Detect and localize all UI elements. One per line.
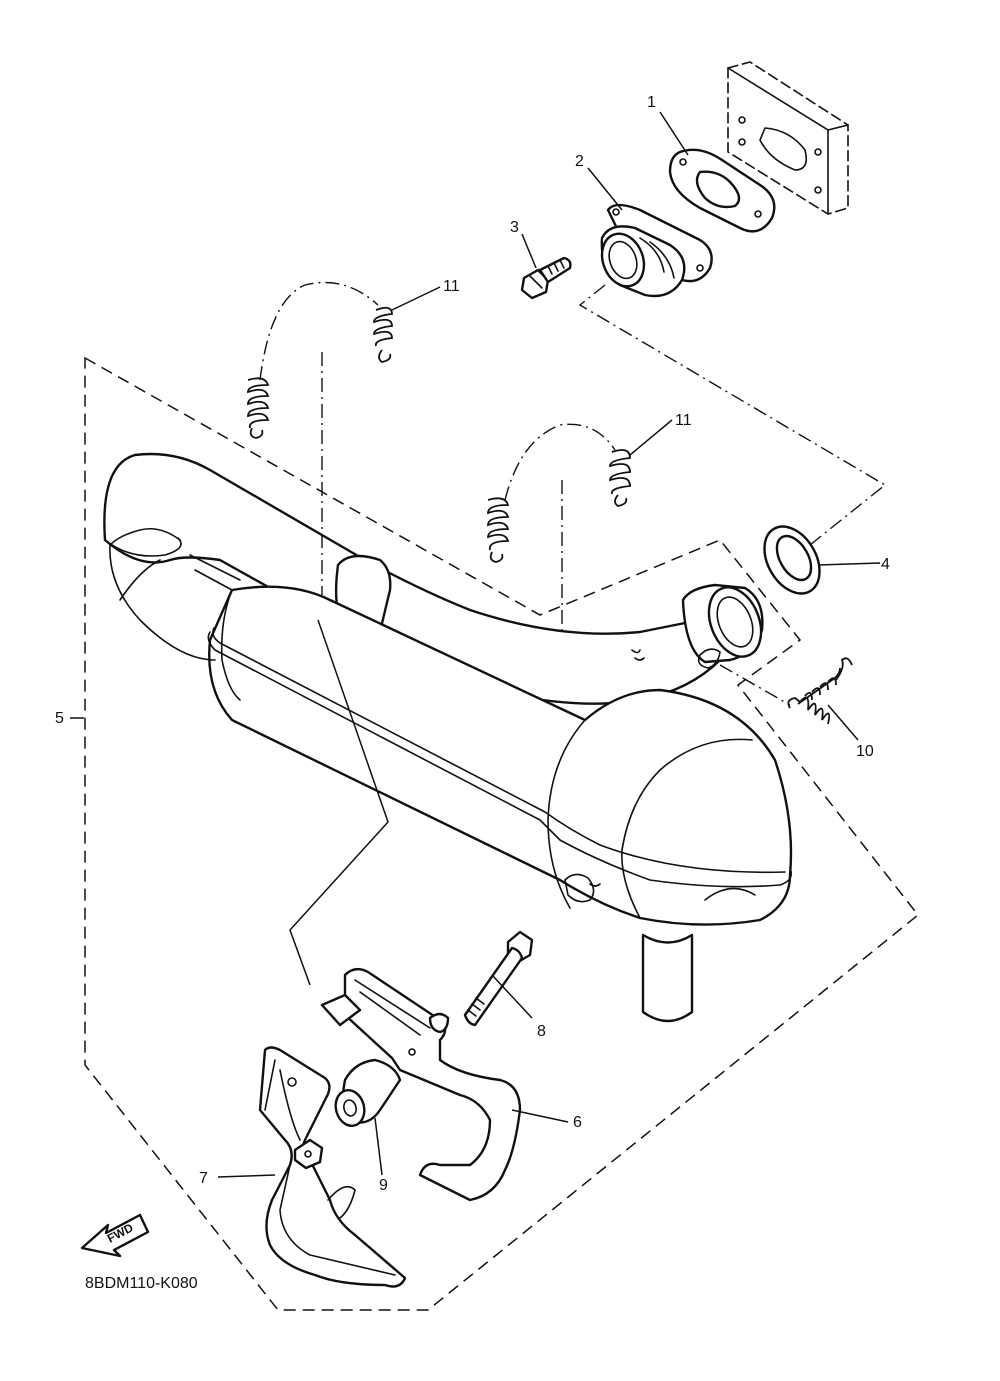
bolt-part-8 [463, 930, 534, 1027]
stay-part-7 [258, 1046, 407, 1288]
forward-direction-arrow: FWD [80, 1213, 150, 1258]
callout-11-upper: 11 [443, 278, 460, 295]
callout-9: 9 [379, 1177, 388, 1194]
bolt-part-3 [520, 256, 572, 300]
callout-11-lower: 11 [675, 412, 692, 429]
spring-part-10 [787, 657, 853, 725]
callout-5: 5 [55, 710, 64, 727]
assembly-boundary-5 [84, 356, 920, 1311]
assembly-line-spring [719, 664, 791, 706]
callout-7: 7 [199, 1170, 208, 1187]
callout-8: 8 [537, 1023, 546, 1040]
gasket-part-1 [668, 148, 776, 233]
callout-2: 2 [575, 153, 584, 170]
drawing-code: 8BDM110-K080 [85, 1275, 198, 1292]
spring-part-11-left [247, 281, 393, 439]
muffler-assembly-part-5 [103, 452, 793, 1023]
bracket-part-6 [320, 967, 522, 1202]
assembly-line-bracket [289, 619, 389, 986]
spring-part-11-right [487, 423, 631, 563]
engine-block-reference [727, 61, 849, 215]
callout-6: 6 [573, 1114, 582, 1131]
assembly-line-joint [578, 284, 887, 546]
manifold-joint-part-2 [600, 203, 713, 298]
callout-1: 1 [647, 94, 656, 111]
spring-hook-loop [697, 648, 721, 669]
pipe-outlet-flange [681, 583, 764, 664]
callout-10: 10 [856, 743, 874, 760]
callout-3: 3 [510, 219, 519, 236]
callout-leaders [70, 111, 881, 1178]
callout-4: 4 [881, 556, 890, 573]
gasket-ring-part-4 [763, 525, 821, 595]
damper-part-9 [334, 1058, 402, 1127]
